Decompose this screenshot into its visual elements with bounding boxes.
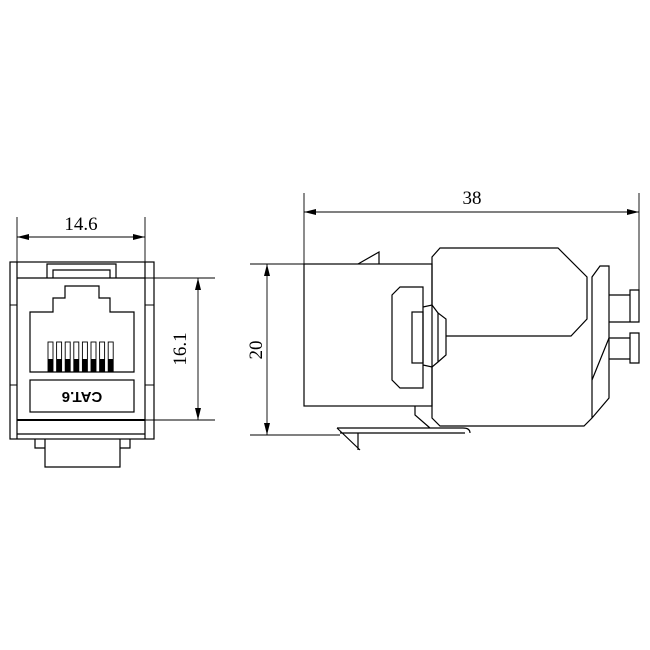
upper-pin — [609, 289, 640, 323]
lower-pin — [609, 332, 640, 364]
front-view: 14.6 CAT.6 16.1 — [9, 214, 215, 468]
top-latch-tab — [46, 263, 117, 278]
side-window-slot — [411, 311, 424, 364]
front-housing-body — [303, 263, 433, 407]
height-dimension-label: 16.1 — [170, 332, 191, 365]
cat6-label: CAT.6 — [62, 388, 103, 405]
side-view: 38 20 — [246, 188, 640, 451]
rj45-port-opening — [29, 285, 135, 373]
bottom-tab-shoulders — [34, 439, 131, 449]
length-dimension-label: 38 — [463, 188, 482, 209]
body-edge — [591, 337, 610, 381]
side-window — [391, 286, 424, 389]
housing-outline — [9, 261, 155, 440]
contact-pin-base — [48, 359, 53, 372]
contact-pin-base — [65, 359, 71, 372]
contact-pin-base — [99, 359, 105, 372]
cat6-label-box — [29, 379, 135, 413]
contact-pin-base — [108, 359, 114, 372]
lower-body — [431, 265, 610, 427]
bottom-clip — [336, 406, 471, 451]
top-latch — [357, 250, 380, 265]
contact-pin-base — [56, 359, 62, 372]
contact-pins — [47, 341, 114, 373]
width-dimension-label: 14.6 — [64, 214, 97, 235]
upper-cap-body — [431, 247, 588, 337]
retention-latch — [422, 304, 447, 368]
bottom-tab — [44, 439, 121, 468]
height-dimension-label: 20 — [246, 341, 267, 360]
contact-pin-base — [91, 359, 96, 372]
contact-pin-base — [73, 359, 79, 372]
contact-pin-base — [82, 359, 88, 372]
side-notches — [10, 304, 154, 386]
